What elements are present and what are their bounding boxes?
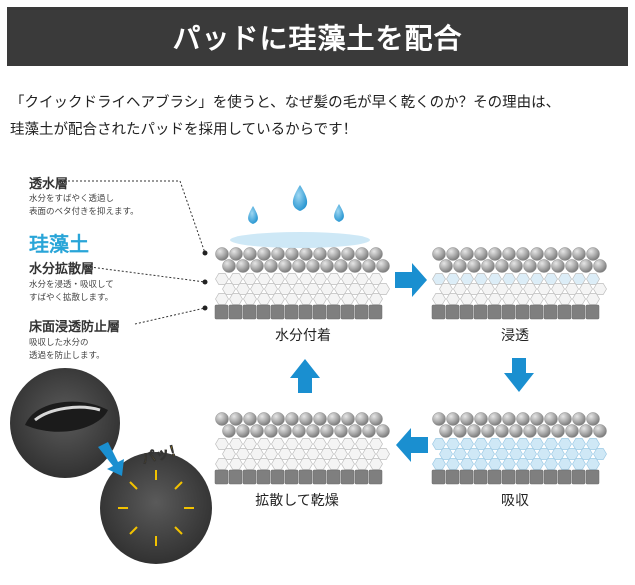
callout-connectors	[60, 180, 206, 325]
flow-arrow-down-icon	[504, 358, 534, 392]
pad-dry	[100, 452, 212, 564]
stage-label-3: 吸収	[501, 493, 529, 509]
callout-top-desc: 水分をすばやく透過し 表面のベタ付きを抑えます。	[29, 194, 139, 217]
brush-pad-illustration: パッ！	[10, 368, 212, 564]
callout-middle-title: 水分拡散層	[29, 262, 95, 277]
stage-label-2: 浸透	[501, 328, 529, 344]
diatom-label: 珪藻土	[29, 232, 89, 256]
panel-stage-1	[214, 247, 390, 320]
water-drop-icon	[248, 185, 344, 224]
flow-arrow-right-icon	[395, 263, 427, 297]
callout-bottom-title: 床面浸透防止層	[29, 320, 121, 335]
page-banner: パッドに珪藻土を配合	[7, 7, 628, 66]
callout-dots	[202, 250, 208, 311]
intro-line-2: 珪藻土が配合されたパッドを採用しているからです！	[10, 122, 358, 138]
flow-arrow-up-icon	[290, 359, 320, 393]
callout-bottom-desc: 吸収した水分の 透過を防止します。	[29, 338, 105, 361]
panel-stage-2	[431, 247, 607, 320]
water-drop-on-pad	[25, 401, 108, 432]
intro-text: 「クイックドライヘアブラシ」を使うと、なぜ髪の毛が早く乾くのか？その理由は、 珪…	[10, 90, 625, 144]
stage-panels	[214, 247, 607, 485]
panel-stage-4	[214, 412, 390, 485]
flow-arrow-left-icon	[396, 428, 428, 462]
intro-line-1: 「クイックドライヘアブラシ」を使うと、なぜ髪の毛が早く乾くのか？その理由は、	[10, 95, 561, 111]
callout-top-title: 透水層	[29, 177, 69, 192]
water-film	[230, 232, 370, 248]
sparkle-icon	[118, 470, 194, 546]
pad-arrow-icon	[98, 442, 124, 476]
callout-middle-desc: 水分を浸透・吸収して すばやく拡散します。	[29, 280, 114, 303]
panel-stage-3	[431, 412, 607, 485]
stage-label-4: 拡散して乾燥	[255, 493, 339, 509]
stage-label-1: 水分付着	[275, 328, 331, 344]
banner-title: パッドに珪藻土を配合	[172, 21, 463, 55]
